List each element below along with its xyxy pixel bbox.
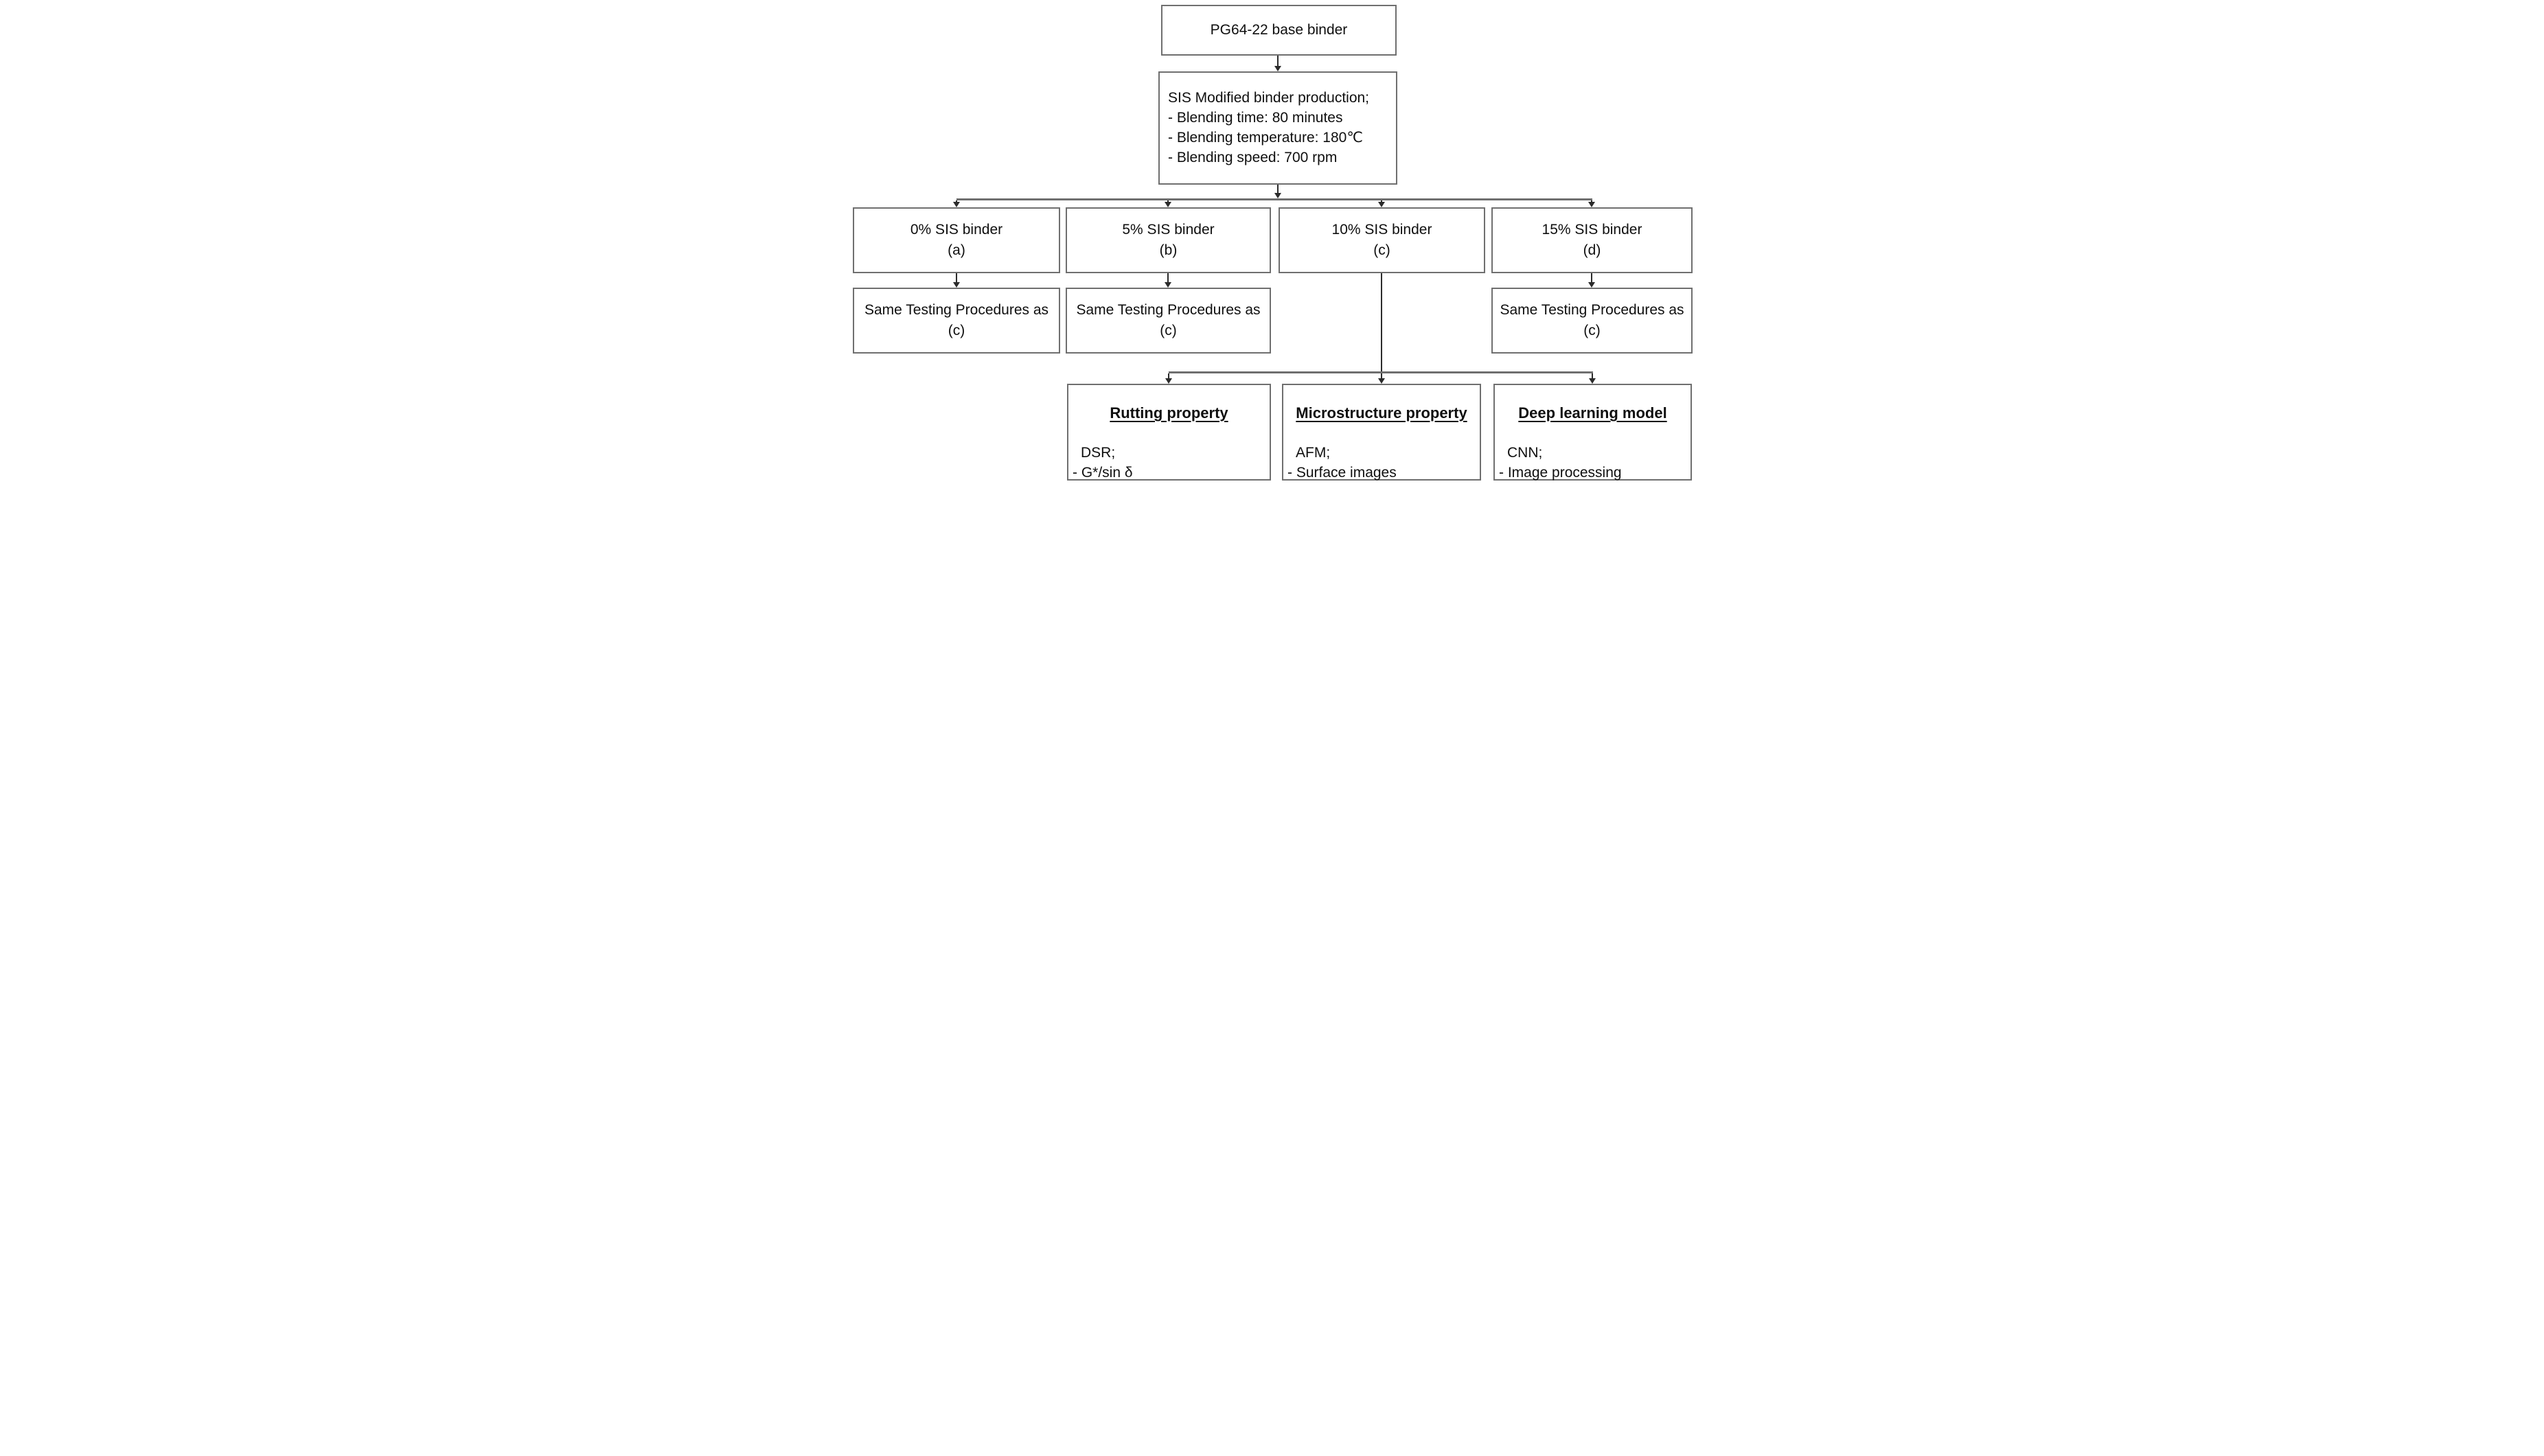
node-binder-5pct-tag: (b) — [1159, 242, 1178, 258]
node-binder-10pct: 10% SIS binder (c) — [1279, 207, 1485, 273]
node-same-testing-d-line1: Same Testing Procedures as — [1500, 302, 1684, 318]
node-rutting-property-body: DSR; - G*/sin δ — [1068, 443, 1270, 483]
node-same-testing-a-line1: Same Testing Procedures as — [864, 302, 1049, 318]
connector-drop-microstructure — [1381, 373, 1382, 379]
node-same-testing-d: Same Testing Procedures as (c) — [1491, 288, 1693, 354]
node-production-item-temperature: - Blending temperature: 180℃ — [1168, 130, 1363, 146]
node-deep-learning-model-method: CNN; — [1507, 445, 1543, 461]
node-binder-15pct-label: 15% SIS binder — [1542, 222, 1642, 238]
arrowhead-binder-b — [1165, 202, 1171, 207]
arrowhead-deep-learning — [1589, 378, 1596, 384]
distribution-line-tests — [1169, 371, 1593, 373]
node-same-testing-b-tag: (c) — [1160, 323, 1177, 338]
node-production-title: SIS Modified binder production; — [1168, 90, 1370, 106]
node-binder-15pct-tag: (d) — [1583, 242, 1601, 258]
node-base-binder: PG64-22 base binder — [1161, 5, 1397, 56]
node-rutting-property-title: Rutting property — [1110, 404, 1228, 421]
node-microstructure-property-method: AFM; — [1296, 445, 1331, 461]
node-microstructure-property: Microstructure property AFM; - Surface i… — [1282, 384, 1481, 481]
connector-a-to-same-testing — [956, 273, 957, 283]
node-binder-0pct-tag: (a) — [948, 242, 965, 258]
arrowhead-production — [1274, 66, 1281, 71]
node-production-item-speed: - Blending speed: 700 rpm — [1168, 150, 1338, 165]
node-production-item-time: - Blending time: 80 minutes — [1168, 110, 1343, 126]
node-binder-5pct-label: 5% SIS binder — [1122, 222, 1215, 238]
arrowhead-microstructure — [1378, 378, 1385, 384]
node-binder-15pct: 15% SIS binder (d) — [1491, 207, 1693, 273]
arrowhead-binder-d — [1588, 202, 1595, 207]
node-binder-5pct: 5% SIS binder (b) — [1066, 207, 1271, 273]
arrowhead-same-testing-a — [953, 282, 960, 288]
arrowhead-binder-c — [1378, 202, 1385, 207]
connector-production-to-branches — [1277, 185, 1279, 193]
node-microstructure-property-body: AFM; - Surface images — [1283, 443, 1480, 483]
node-deep-learning-model-detail: - Image processing — [1499, 465, 1622, 481]
arrowhead-binder-a — [953, 202, 960, 207]
node-rutting-property-detail: - G*/sin δ — [1073, 465, 1133, 481]
node-rutting-property-method: DSR; — [1081, 445, 1116, 461]
node-deep-learning-model-title: Deep learning model — [1518, 404, 1667, 421]
arrowhead-branch-line — [1274, 193, 1281, 198]
flowchart-canvas: PG64-22 base binder SIS Modified binder … — [848, 0, 1696, 485]
distribution-line-binders — [956, 198, 1592, 200]
node-binder-0pct: 0% SIS binder (a) — [853, 207, 1060, 273]
node-same-testing-d-tag: (c) — [1583, 323, 1601, 338]
node-binder-0pct-label: 0% SIS binder — [910, 222, 1003, 238]
arrowhead-same-testing-d — [1588, 282, 1595, 288]
arrowhead-same-testing-b — [1165, 282, 1171, 288]
node-deep-learning-model: Deep learning model CNN; - Image process… — [1493, 384, 1692, 481]
node-microstructure-property-title: Microstructure property — [1296, 404, 1467, 421]
node-production: SIS Modified binder production; - Blendi… — [1158, 71, 1397, 185]
node-binder-10pct-label: 10% SIS binder — [1331, 222, 1432, 238]
connector-b-to-same-testing — [1167, 273, 1169, 283]
node-same-testing-b: Same Testing Procedures as (c) — [1066, 288, 1271, 354]
node-same-testing-a-tag: (c) — [948, 323, 965, 338]
node-base-binder-label: PG64-22 base binder — [1210, 22, 1348, 38]
connector-c-to-tests — [1381, 273, 1382, 371]
node-same-testing-a: Same Testing Procedures as (c) — [853, 288, 1060, 354]
connector-drop-deep-learning — [1592, 373, 1593, 379]
connector-base-to-production — [1277, 56, 1279, 67]
node-same-testing-b-line1: Same Testing Procedures as — [1076, 302, 1261, 318]
connector-d-to-same-testing — [1591, 273, 1592, 283]
node-deep-learning-model-body: CNN; - Image processing — [1495, 443, 1691, 483]
node-binder-10pct-tag: (c) — [1373, 242, 1390, 258]
connector-drop-rutting — [1168, 373, 1169, 379]
arrowhead-rutting — [1165, 378, 1172, 384]
node-microstructure-property-detail: - Surface images — [1287, 465, 1397, 481]
node-rutting-property: Rutting property DSR; - G*/sin δ — [1067, 384, 1271, 481]
